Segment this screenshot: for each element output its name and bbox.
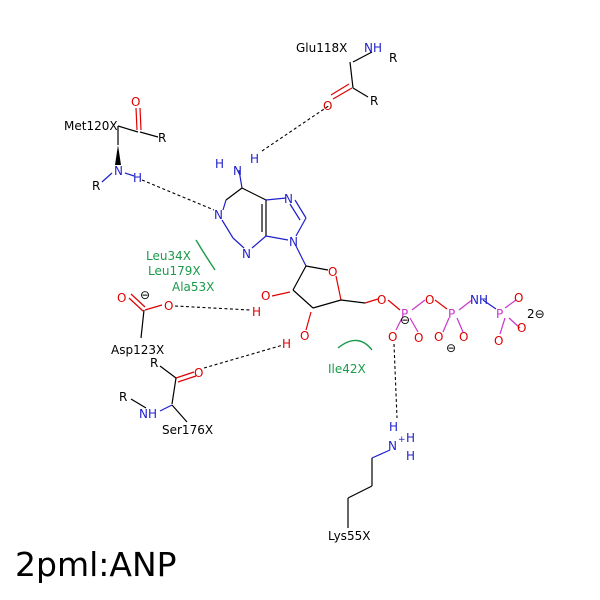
ribose-o2: O — [261, 289, 270, 303]
p-alpha-o-lower-left: O — [388, 330, 397, 344]
bridge-o-alpha-beta: O — [425, 293, 434, 307]
ser176-r1: R — [150, 356, 158, 370]
p-alpha-o-lower-right: O — [414, 331, 423, 345]
glu118-label: Glu118X — [296, 41, 347, 55]
phosphorus-alpha: P — [401, 307, 408, 321]
leu179-label: Leu179X — [148, 264, 201, 278]
adenine-n7: N — [284, 192, 293, 206]
ser176-nh: NH — [139, 407, 157, 421]
ser176-label: Ser176X — [162, 423, 213, 437]
p-beta-o-lower-left: O — [434, 330, 443, 344]
met120-label: Met120X — [64, 119, 118, 133]
p-gamma-o-right: O — [517, 321, 526, 335]
glu118-nh: NH — [364, 41, 382, 55]
figure-caption: 2pml:ANP — [15, 545, 177, 584]
ile42-label: Ile42X — [328, 362, 366, 376]
adenine-n3: N — [242, 247, 251, 261]
p-gamma-o-down: O — [494, 334, 503, 348]
p-gamma-charge: 2⊖ — [527, 307, 545, 321]
lys55-label: Lys55X — [328, 529, 370, 543]
phosphate-chain — [364, 298, 521, 335]
asp123-o1: O — [117, 291, 126, 305]
phosphorus-gamma: P — [496, 307, 503, 321]
met120-bonds — [101, 107, 159, 183]
p-beta-o-lower-right: O — [459, 330, 468, 344]
p-gamma-o-up: O — [514, 291, 523, 305]
met120-wedge-bond — [115, 145, 121, 165]
glu118-r1: R — [389, 51, 397, 65]
met120-n: N — [114, 164, 123, 178]
met120-r2: R — [92, 179, 100, 193]
ribose-ring — [271, 265, 366, 331]
bridge-nh-label: NH — [470, 293, 488, 307]
ribose-ring-o: O — [328, 265, 337, 279]
met120-h: H — [133, 171, 142, 185]
glu118-r2: R — [370, 94, 378, 108]
glu118-bonds — [330, 51, 373, 100]
met120-o: O — [131, 95, 140, 109]
p-beta-minus: ⊖ — [446, 341, 456, 355]
ser176-bonds — [130, 365, 197, 423]
asp123-label: Asp123X — [111, 343, 164, 357]
asp123-bonds — [128, 293, 163, 339]
lys55-h-bottom: H — [406, 449, 415, 463]
ribose-h3: H — [282, 337, 291, 351]
lys55-plus: + — [398, 435, 406, 445]
asp123-o2: O — [164, 299, 173, 313]
ser176-o: O — [194, 366, 203, 380]
o5-prime: O — [377, 293, 386, 307]
ribose-h2: H — [252, 305, 261, 319]
glu118-o: O — [323, 99, 332, 113]
hydrogen-bonds — [141, 104, 398, 419]
lys55-bonds — [347, 449, 391, 528]
ribose-o3: O — [300, 329, 309, 343]
adenine-amine-h1: H — [215, 157, 224, 171]
adenine-amine-h2: H — [250, 152, 259, 166]
phosphorus-beta: P — [448, 307, 455, 321]
hydrophobic-arc-ile42 — [337, 339, 373, 351]
met120-r1: R — [158, 131, 166, 145]
ala53-label: Ala53X — [172, 280, 214, 294]
leu34-label: Leu34X — [146, 249, 191, 263]
p-alpha-minus: ⊖ — [400, 313, 410, 327]
ser176-r2: R — [119, 390, 127, 404]
adenine-n9: N — [289, 235, 298, 249]
lys55-h-right: H — [406, 431, 415, 445]
adenine-ring — [221, 169, 307, 267]
lys55-n: N — [388, 439, 397, 453]
asp123-minus: ⊖ — [140, 288, 150, 302]
adenine-n1: N — [214, 208, 223, 222]
lys55-h-top: H — [389, 420, 398, 434]
adenine-amine-n: N — [233, 164, 242, 178]
hydrophobic-arc-leu34-leu179 — [195, 239, 216, 271]
